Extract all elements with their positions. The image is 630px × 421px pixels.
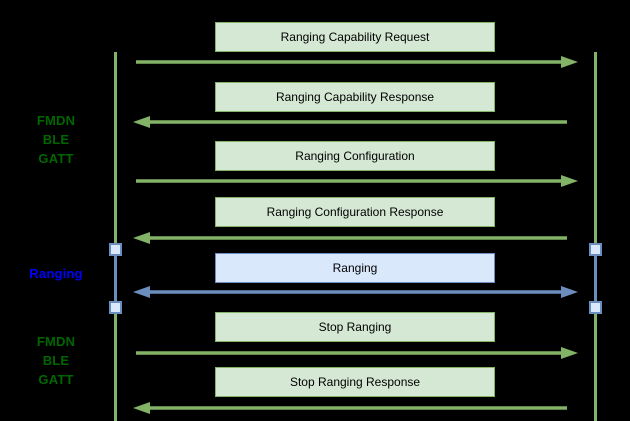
phase-label-fmdn-ble-gatt-bottom: FMDN BLE GATT xyxy=(8,332,104,389)
message-box-ranging-capability-response: Ranging Capability Response xyxy=(215,82,495,112)
arrow-ranging-capability-request xyxy=(136,56,578,68)
activation-endpoint-left-bottom xyxy=(109,301,122,314)
phase-label-ranging: Ranging xyxy=(8,264,104,283)
phase-label-line: FMDN xyxy=(36,113,76,128)
arrow-stop-ranging xyxy=(136,347,578,359)
message-box-ranging: Ranging xyxy=(215,253,495,283)
arrow-ranging-bidirectional xyxy=(133,286,578,298)
phase-label-line: GATT xyxy=(38,372,74,387)
message-box-stop-ranging: Stop Ranging xyxy=(215,312,495,342)
activation-endpoint-right-bottom xyxy=(589,301,602,314)
activation-endpoint-left-top xyxy=(109,243,122,256)
message-box-ranging-configuration: Ranging Configuration xyxy=(215,141,495,171)
phase-label-line: Ranging xyxy=(29,266,83,281)
arrow-ranging-configuration-response xyxy=(133,232,567,244)
phase-label-line: BLE xyxy=(42,353,70,368)
message-box-ranging-configuration-response: Ranging Configuration Response xyxy=(215,197,495,227)
phase-label-line: BLE xyxy=(42,132,70,147)
activation-endpoint-right-top xyxy=(589,243,602,256)
arrow-stop-ranging-response xyxy=(133,402,567,414)
message-box-stop-ranging-response: Stop Ranging Response xyxy=(215,367,495,397)
message-box-ranging-capability-request: Ranging Capability Request xyxy=(215,22,495,52)
phase-label-fmdn-ble-gatt-top: FMDN BLE GATT xyxy=(8,111,104,168)
arrow-ranging-configuration xyxy=(136,175,578,187)
arrow-ranging-capability-response xyxy=(133,116,567,128)
phase-label-line: FMDN xyxy=(36,334,76,349)
phase-label-line: GATT xyxy=(38,151,74,166)
